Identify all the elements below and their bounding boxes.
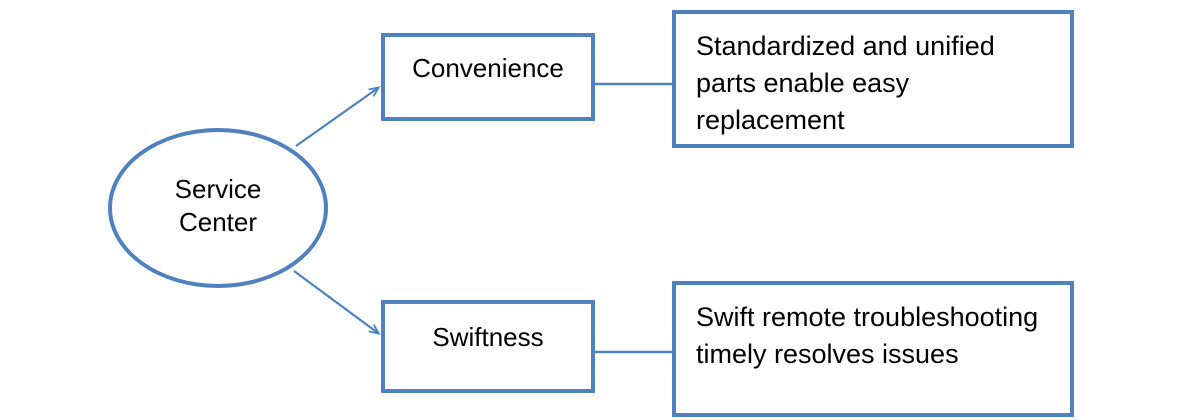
node-swiftness[interactable]: Swiftness	[381, 300, 595, 393]
node-convenience-detail[interactable]: Standardized and unified parts enable ea…	[672, 10, 1074, 148]
node-convenience-detail-label: Standardized and unified parts enable ea…	[696, 31, 995, 135]
arrow-service-center-to-swiftness	[293, 270, 378, 333]
node-convenience[interactable]: Convenience	[381, 33, 595, 121]
node-service-center[interactable]: Service Center	[108, 128, 328, 288]
node-swiftness-label: Swiftness	[432, 322, 544, 352]
node-swiftness-detail[interactable]: Swift remote troubleshooting timely reso…	[672, 281, 1074, 417]
node-service-center-label: Service Center	[174, 174, 262, 237]
node-swiftness-detail-label: Swift remote troubleshooting timely reso…	[696, 302, 1039, 369]
node-convenience-label: Convenience	[412, 53, 564, 83]
arrow-service-center-to-convenience	[295, 88, 378, 147]
